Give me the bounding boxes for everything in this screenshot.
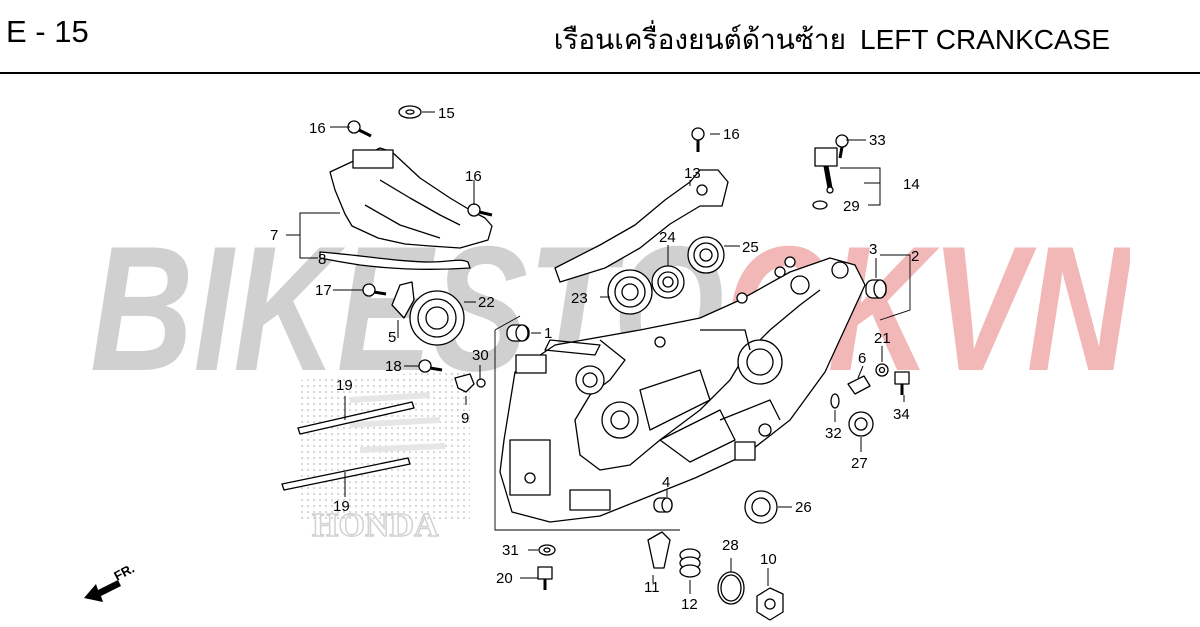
- watermark-letter: B: [90, 242, 193, 382]
- callout-7: 7: [270, 227, 278, 244]
- callout-10: 10: [760, 551, 777, 568]
- front-direction-arrow: FR.: [84, 561, 137, 602]
- callout-34: 34: [893, 406, 910, 423]
- title-english: LEFT CRANKCASE: [860, 24, 1110, 55]
- callout-32: 32: [825, 425, 842, 442]
- callout-4: 4: [662, 474, 670, 491]
- bearing-22: [409, 290, 465, 346]
- callout-26: 26: [795, 499, 812, 516]
- svg-text:BIKESTOCKVN: BIKESTOCKVN: [90, 242, 1130, 382]
- callout-25: 25: [742, 239, 759, 256]
- callout-31: 31: [502, 542, 519, 559]
- watermark-letter: I: [193, 242, 236, 382]
- callout-23: 23: [571, 290, 588, 307]
- callout-16a: 16: [309, 120, 326, 137]
- bolt-34: [894, 371, 910, 395]
- callout-19-upper: 19: [336, 377, 353, 394]
- callout-19-lower: 19: [333, 498, 350, 515]
- callout-12: 12: [681, 596, 698, 613]
- drain-bolt-10: [756, 587, 784, 621]
- callout-17: 17: [315, 282, 332, 299]
- washer-32: [830, 393, 840, 409]
- callout-11: 11: [644, 579, 660, 596]
- callout-8: 8: [318, 251, 326, 268]
- dowel-pin-1: [506, 324, 530, 342]
- dowel-pin-3: [865, 279, 887, 299]
- watermark-letter: K: [233, 242, 346, 382]
- callout-15: 15: [438, 105, 455, 122]
- bolt-33: [835, 134, 849, 159]
- callout-24: 24: [659, 229, 676, 246]
- callout-28: 28: [722, 537, 739, 554]
- callout-27: 27: [851, 455, 868, 472]
- callout-5: 5: [388, 329, 396, 346]
- bolt-20: [537, 566, 553, 590]
- front-direction-label: FR.: [111, 561, 137, 584]
- callout-16c: 16: [723, 126, 740, 143]
- bearing-24: [651, 265, 685, 299]
- speed-sensor-14: [814, 147, 838, 194]
- oil-seal-27: [848, 411, 874, 437]
- stud-bolt-19-upper: [297, 401, 415, 435]
- oil-seal-26: [744, 490, 778, 524]
- callout-29: 29: [843, 198, 860, 215]
- bearing-23: [607, 269, 653, 315]
- page-header: E - 15 เรือนเครื่องยนต์ด้านซ้าย LEFT CRAN…: [0, 0, 1200, 74]
- dowel-pin-4: [653, 497, 673, 513]
- left-crankcase: [499, 256, 866, 523]
- callout-3: 3: [869, 241, 877, 258]
- callout-labels: 16 15 16 16 13 33 14 29 7 8 17 22 5 18 3…: [270, 105, 920, 613]
- honda-wing-logo: HONDA: [300, 370, 470, 545]
- callout-6: 6: [858, 350, 866, 367]
- watermark-letter: N: [1027, 242, 1130, 382]
- bolt-16-a: [347, 120, 372, 138]
- bearing-25: [687, 236, 725, 274]
- callout-14: 14: [903, 176, 920, 193]
- callout-16b: 16: [465, 168, 482, 185]
- callout-1: 1: [544, 325, 552, 342]
- stud-bolt-19-lower: [281, 457, 411, 491]
- washer-31: [538, 544, 556, 556]
- callout-33: 33: [869, 132, 886, 149]
- callout-18: 18: [385, 358, 402, 375]
- callout-13: 13: [684, 165, 701, 182]
- clamp-9: [454, 373, 475, 393]
- cover-plate: [329, 147, 493, 249]
- bolt-18: [418, 359, 443, 373]
- bolt-16-c: [691, 127, 705, 152]
- washer-29: [812, 200, 828, 210]
- callout-2: 2: [911, 248, 919, 265]
- washer-21: [875, 363, 889, 377]
- page-code: E - 15: [6, 14, 89, 49]
- callout-9: 9: [461, 410, 469, 427]
- washer-30: [476, 378, 486, 388]
- bolt-16-b: [467, 203, 493, 217]
- callout-22: 22: [478, 294, 495, 311]
- honda-brand-text: HONDA: [312, 507, 439, 544]
- guide-6: [847, 375, 871, 395]
- cover-gasket: [319, 251, 471, 270]
- drain-plug-11: [647, 531, 671, 569]
- watermark-letter: V: [931, 242, 1037, 382]
- strap-bracket: [554, 169, 729, 283]
- callout-30: 30: [472, 347, 489, 364]
- bracket-5: [391, 281, 415, 319]
- bolt-17: [362, 283, 387, 297]
- title-thai: เรือนเครื่องยนต์ด้านซ้าย: [553, 24, 846, 55]
- page-title: เรือนเครื่องยนต์ด้านซ้าย LEFT CRANKCASE: [554, 18, 1110, 62]
- callout-20: 20: [496, 570, 513, 587]
- callout-21: 21: [874, 330, 891, 347]
- spring-12: [679, 548, 701, 578]
- washer-15: [398, 105, 422, 119]
- watermark: BIKESTOCKVN: [90, 242, 1130, 382]
- leader-lines: [286, 111, 908, 594]
- o-ring-28: [717, 571, 745, 605]
